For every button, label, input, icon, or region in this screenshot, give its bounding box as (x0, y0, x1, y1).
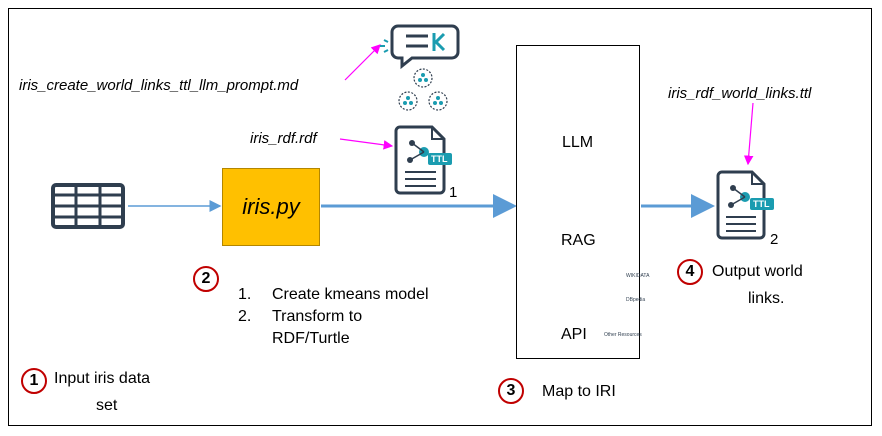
wikidata-label: WIKIDATA (626, 273, 650, 279)
rag-label: RAG (561, 232, 596, 249)
step-1-badge: 1 (21, 368, 47, 394)
step-2-badge: 2 (193, 266, 219, 292)
step-2-list: 1.Create kmeans model 2.Transform to RDF… (238, 284, 429, 350)
world-links-ttl-file-icon (716, 170, 774, 240)
prompt-file-label: iris_create_world_links_ttl_llm_prompt.m… (19, 77, 299, 94)
chat-prompt-icon (380, 24, 460, 70)
diagram-frame (8, 8, 872, 426)
step-2-item: 2.Transform to (238, 308, 363, 325)
file-index-1: 1 (449, 184, 458, 201)
arrow-prompt-label (344, 44, 381, 81)
rdf-ttl-badge: TTL (431, 154, 448, 164)
dbpedia-label: DBpedia (626, 297, 646, 303)
table-icon (51, 183, 125, 229)
world-links-ttl-badge: TTL (753, 199, 770, 209)
other-resources-label: Other Resources (604, 332, 642, 338)
step-4-badge: 4 (677, 259, 703, 285)
step-4-label-line1: Output world (712, 263, 803, 280)
step-3-badge: 3 (498, 378, 524, 404)
step-2-item: 1.Create kmeans model (238, 286, 429, 303)
arrow-world-links-label (743, 102, 754, 166)
map-to-iri-panel (516, 45, 640, 359)
api-label: API (561, 326, 587, 343)
step-3-label: Map to IRI (542, 383, 616, 400)
arrow-rdf-label (339, 138, 394, 150)
rdf-ttl-file-icon (394, 125, 452, 195)
world-links-file-label: iris_rdf_world_links.ttl (668, 85, 812, 102)
step-4-label-line2: links. (748, 290, 785, 307)
step-1-label-line1: Input iris data (54, 370, 151, 387)
llm-label: LLM (562, 134, 594, 151)
file-index-2: 2 (770, 231, 779, 248)
network-icon (398, 68, 448, 111)
rdf-file-label: iris_rdf.rdf (250, 130, 317, 147)
step-2-item: RDF/Turtle (272, 330, 350, 347)
iris-script-box: iris.py (222, 168, 320, 246)
api-badge: API (566, 292, 583, 303)
step-1-label-line2: set (96, 397, 118, 414)
